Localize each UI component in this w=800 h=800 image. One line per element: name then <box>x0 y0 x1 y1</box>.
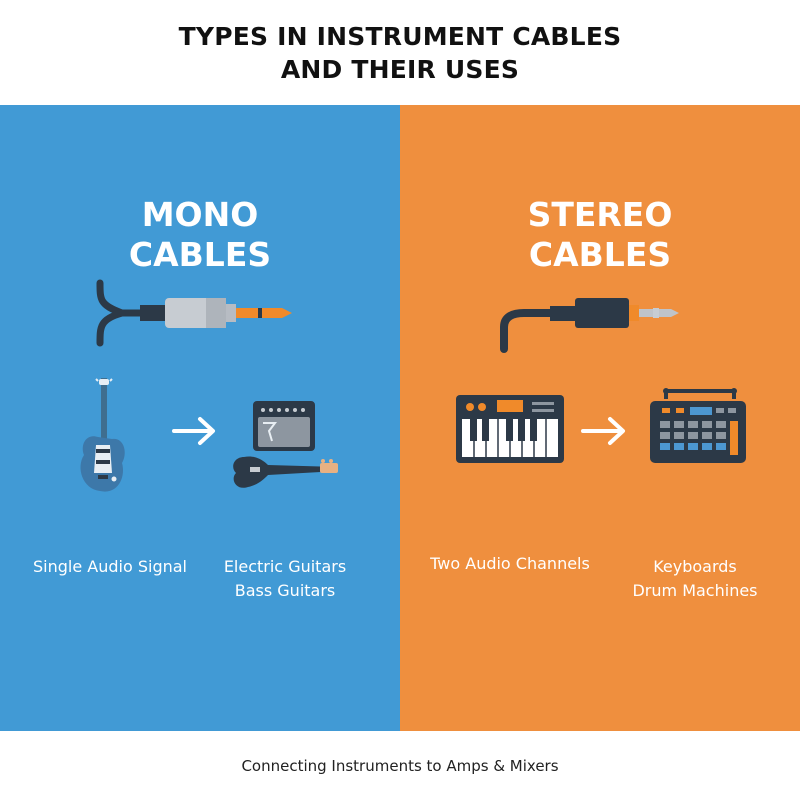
mono-title-line-1: MONO <box>141 195 259 234</box>
stereo-illustration <box>456 298 746 463</box>
mono-use-line-1: Electric Guitars <box>223 557 347 576</box>
stereo-use-line-2: Drum Machines <box>632 581 758 600</box>
stereo-title: STEREO CABLES <box>400 195 800 275</box>
title-line-2: AND THEIR USES <box>280 54 520 84</box>
electric-guitar-icon <box>80 378 125 492</box>
mono-uses-label: Electric Guitars Bass Guitars <box>195 555 375 603</box>
mono-signal-label: Single Audio Signal <box>33 557 187 576</box>
mono-cable-icon <box>96 279 292 347</box>
stereo-title-line-2: CABLES <box>528 235 672 274</box>
footer: Connecting Instruments to Amps & Mixers <box>0 731 800 800</box>
keyboard-synth-icon <box>456 395 564 463</box>
drum-machine-icon <box>650 388 746 463</box>
bass-guitar-icon <box>233 456 338 488</box>
stereo-use-line-1: Keyboards <box>653 557 737 576</box>
stereo-title-line-1: STEREO <box>527 195 673 234</box>
mono-use-line-2: Bass Guitars <box>234 581 336 600</box>
arrow-right-icon <box>581 417 625 445</box>
title-line-1: TYPES IN INSTRUMENT CABLES <box>178 21 622 51</box>
mono-title: MONO CABLES <box>0 195 400 275</box>
mono-panel: MONO CABLES <box>0 105 400 731</box>
header: TYPES IN INSTRUMENT CABLES AND THEIR USE… <box>0 0 800 105</box>
stereo-cable-icon <box>500 298 679 353</box>
stereo-panel: STEREO CABLES <box>400 105 800 731</box>
footer-caption: Connecting Instruments to Amps & Mixers <box>241 756 559 775</box>
arrow-right-icon <box>172 417 215 445</box>
mono-illustration <box>80 279 338 492</box>
stereo-signal-label: Two Audio Channels <box>430 554 590 573</box>
guitar-amp-icon <box>253 401 315 451</box>
stereo-uses-label: Keyboards Drum Machines <box>605 555 785 603</box>
mono-title-line-2: CABLES <box>128 235 272 274</box>
